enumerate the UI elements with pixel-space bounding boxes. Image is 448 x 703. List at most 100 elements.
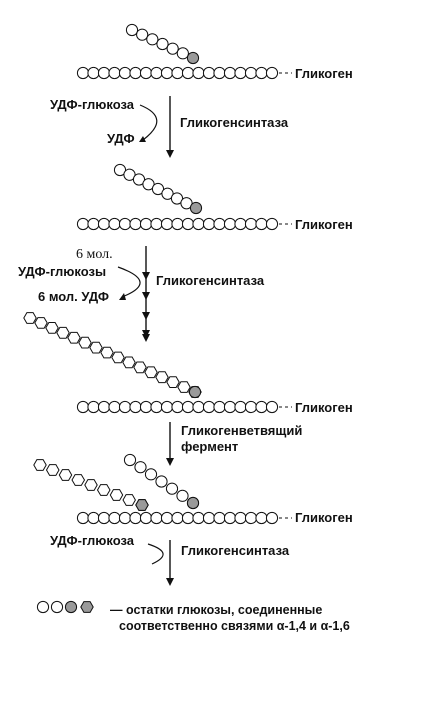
chain-residue-circle [129, 400, 142, 414]
chain-residue-circle [223, 511, 237, 525]
branch-residue-circle [144, 468, 158, 481]
chain-residue-circle [181, 217, 195, 231]
udp-curve-2-head [119, 293, 126, 300]
chain-residue-circle [160, 66, 174, 80]
branch-residue-hexagon [33, 459, 47, 471]
chain-residue-circle [223, 400, 237, 414]
branch-residue-circle [165, 482, 179, 495]
chain-residue-circle [181, 400, 195, 414]
branch-residue-circle [155, 475, 168, 488]
udp-curve-1 [139, 104, 158, 141]
branch-point-residue [186, 496, 200, 510]
chain-residue-circle [234, 66, 247, 80]
chain-residue-circle [192, 400, 205, 414]
chain-residue-circle [171, 66, 184, 80]
chain-residue-circle [171, 217, 184, 231]
chain-residue-circle [244, 217, 258, 231]
udp-label-2: 6 мол. УДФ [38, 289, 109, 304]
branch-residue-circle [176, 47, 189, 60]
chain-residue-circle [202, 400, 216, 414]
branch-residue-hexagon [96, 484, 111, 496]
branch-residue-circle [136, 28, 149, 41]
branch-residue-circle [142, 178, 155, 191]
chain-residue-circle [192, 511, 205, 525]
chain-residue-circle [160, 400, 174, 414]
chain-residue-circle [202, 511, 216, 525]
chain-residue-circle [160, 217, 174, 231]
branch-residue-hexagon [34, 317, 48, 329]
branch-residue-circle [180, 197, 193, 210]
branch-residue-hexagon [58, 469, 73, 481]
chain-residue-circle [192, 66, 205, 80]
branch-residue-hexagon [122, 356, 136, 369]
chain-residue-circle [118, 217, 132, 231]
chain-residue-circle [108, 217, 121, 231]
chain-residue-circle [213, 217, 226, 231]
branch-residue-circle [166, 42, 179, 55]
chain-residue-circle [171, 511, 184, 525]
branching-enzyme-label-line2: фермент [181, 439, 239, 454]
branch-residue-hexagon [56, 326, 70, 339]
udp-glucose-label-1: УДФ-глюкоза [50, 97, 135, 112]
enzyme-label-2: Гликогенсинтаза [156, 273, 265, 288]
branch-residue-hexagon [89, 341, 103, 354]
chain-residue-circle [87, 66, 100, 80]
branch-residue-hexagon [144, 366, 158, 379]
chain-residue-circle [265, 66, 279, 80]
branch-residue-hexagon [155, 371, 169, 384]
chain-residue-circle [213, 400, 226, 414]
udp-curve-4 [147, 543, 164, 565]
chain-residue-circle [234, 400, 247, 414]
arrow-1-head [166, 150, 174, 158]
branch-residue-circle [125, 23, 139, 37]
branch-residue-circle [156, 37, 169, 51]
chain-residue-circle [255, 66, 268, 80]
branch-residue-hexagon [177, 381, 191, 393]
branch-residue-circle [123, 168, 136, 181]
branch-residue-circle [161, 187, 174, 200]
branch-residue-circle [132, 173, 146, 186]
glycogen-label-2: Гликоген [295, 217, 353, 232]
chain-residue-circle [118, 511, 132, 525]
chain-residue-circle [97, 66, 111, 80]
chain-residue-circle [234, 511, 247, 525]
chain-residue-circle [139, 66, 153, 80]
branch-residue-circle [189, 201, 203, 215]
chain-residue-circle [244, 511, 258, 525]
chain-residue-circle [255, 511, 268, 525]
chain-residue-circle [223, 217, 237, 231]
branch-residue-circle [146, 33, 159, 46]
branch-residue-circle [186, 51, 200, 65]
chain-residue-circle [139, 511, 153, 525]
legend-shaded-hexagon-icon [80, 601, 94, 613]
chain-residue-circle [118, 66, 132, 80]
udp-glucose-label-2: УДФ-глюкозы [18, 264, 107, 279]
branch-residue-circle [176, 489, 189, 502]
arrow-2-extra-head [142, 292, 150, 300]
branch-residue-circle [170, 192, 184, 205]
branch-residue-hexagon [166, 376, 180, 388]
legend-shaded-circle-icon [64, 600, 78, 614]
branch-residue-hexagon [109, 489, 124, 501]
chain-residue-circle [97, 511, 111, 525]
branch-residue-hexagon [71, 474, 86, 486]
chain-residue-circle [255, 400, 268, 414]
chain-residue-circle [76, 66, 90, 80]
branch-point-residue [188, 385, 202, 399]
udp-curve-1-head [139, 136, 146, 142]
chain-residue-circle [139, 217, 153, 231]
chain-residue-circle [97, 217, 111, 231]
branch-residue-hexagon [23, 312, 37, 324]
chain-residue-circle [76, 511, 90, 525]
branch-residue-hexagon [45, 322, 59, 334]
udp-curve-2 [117, 266, 141, 298]
chain-residue-circle [265, 511, 279, 525]
chain-residue-circle [192, 217, 205, 231]
chain-residue-circle [129, 217, 142, 231]
chain-residue-circle [139, 400, 153, 414]
glycogen-label-4: Гликоген [295, 510, 353, 525]
arrow-4-head [166, 578, 174, 586]
enzyme-label-4: Гликогенсинтаза [181, 543, 290, 558]
chain-residue-circle [87, 511, 100, 525]
chain-residue-circle [160, 511, 174, 525]
